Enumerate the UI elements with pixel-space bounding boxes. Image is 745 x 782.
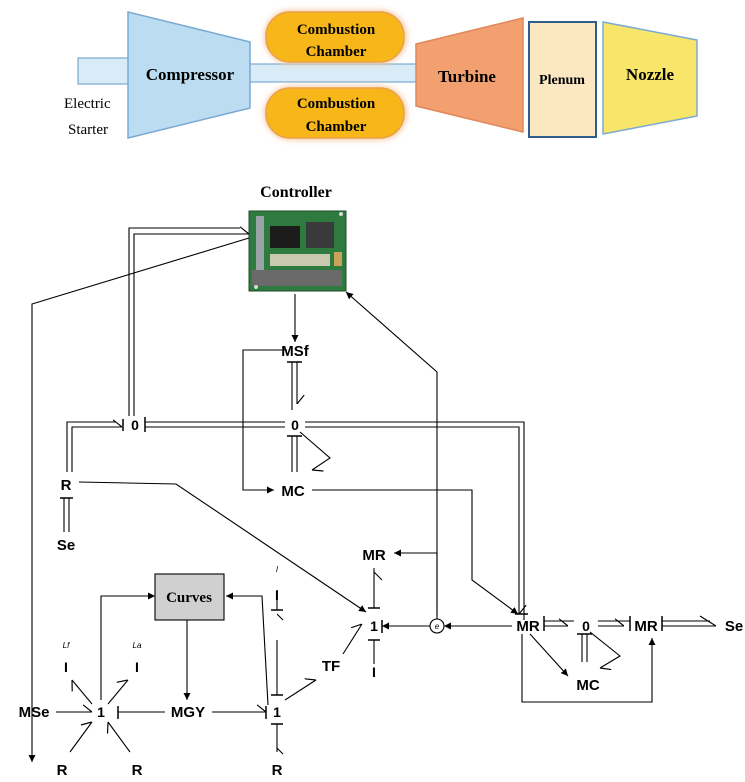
effort-source-node-left: Se	[57, 537, 75, 554]
mse-node: MSe	[19, 704, 50, 721]
inertia-node-right: I	[372, 664, 376, 680]
curves-block	[154, 573, 225, 621]
mr-node-top: MR	[362, 547, 385, 564]
mc-node-right: MC	[576, 677, 599, 694]
zero-junction-mid: 0	[291, 417, 299, 433]
inertia-lf-subscript: Lf	[63, 641, 70, 650]
inertia-i-subscript: I	[276, 565, 279, 574]
controller-label: Controller	[260, 184, 332, 201]
sensor-e: e	[435, 622, 440, 631]
combustion-top-label-2: Chamber	[306, 44, 367, 60]
one-junction-gy: 1	[273, 704, 281, 720]
one-junction-right: 1	[370, 618, 378, 634]
tf-node: TF	[322, 658, 340, 675]
zero-junction-left: 0	[131, 417, 139, 433]
inertia-node-lf: I	[64, 659, 68, 675]
inertia-la-subscript: La	[133, 641, 142, 650]
msf-node: MSf	[281, 343, 310, 360]
controller-board-image	[248, 210, 347, 292]
plenum-label: Plenum	[539, 73, 585, 88]
curves-label: Curves	[166, 590, 212, 606]
mr-node-far-right: MR	[634, 618, 657, 635]
inertia-node-gy: I	[275, 587, 279, 603]
electric-starter-label-1: Electric	[64, 96, 111, 112]
controller-group: Controller	[248, 184, 347, 292]
inertia-node-la: I	[135, 659, 139, 675]
compressor-label: Compressor	[146, 65, 235, 84]
nozzle-label: Nozzle	[626, 65, 675, 84]
shaft-middle	[247, 63, 421, 83]
combustion-top-label-1: Combustion	[297, 22, 376, 38]
effort-sensor	[429, 618, 445, 634]
combustion-bottom-label-1: Combustion	[297, 96, 376, 112]
effort-source-node-right: Se	[725, 618, 743, 635]
mc-node-mid: MC	[281, 483, 304, 500]
compressor-block	[127, 11, 251, 139]
resistor-node-se: R	[61, 477, 72, 494]
one-junction-left: 1	[97, 704, 105, 720]
turbine-block	[415, 17, 524, 133]
combustion-chamber-top	[265, 11, 405, 63]
combustion-bottom-label-2: Chamber	[306, 119, 367, 135]
turbine-label: Turbine	[438, 67, 496, 86]
combustion-chamber-bottom	[265, 87, 405, 139]
bond-graph-lines	[28, 228, 717, 762]
electric-starter-label-2: Starter	[68, 122, 108, 138]
resistor-node-br: R	[272, 762, 283, 779]
resistor-node-bl: R	[57, 762, 68, 779]
bond-graph-nodes: MSf 0 0 R Se MC MR 1 I e MR 0 MR Se MC T…	[19, 343, 744, 779]
nozzle-block	[602, 21, 698, 135]
zero-junction-right: 0	[582, 618, 590, 634]
mr-node-right: MR	[516, 618, 539, 635]
mgy-node: MGY	[171, 704, 205, 721]
plenum-block	[528, 21, 597, 138]
resistor-node-bm: R	[132, 762, 143, 779]
engine-schematic: Electric Starter Compressor Combustion C…	[64, 10, 698, 140]
shaft	[77, 57, 131, 85]
